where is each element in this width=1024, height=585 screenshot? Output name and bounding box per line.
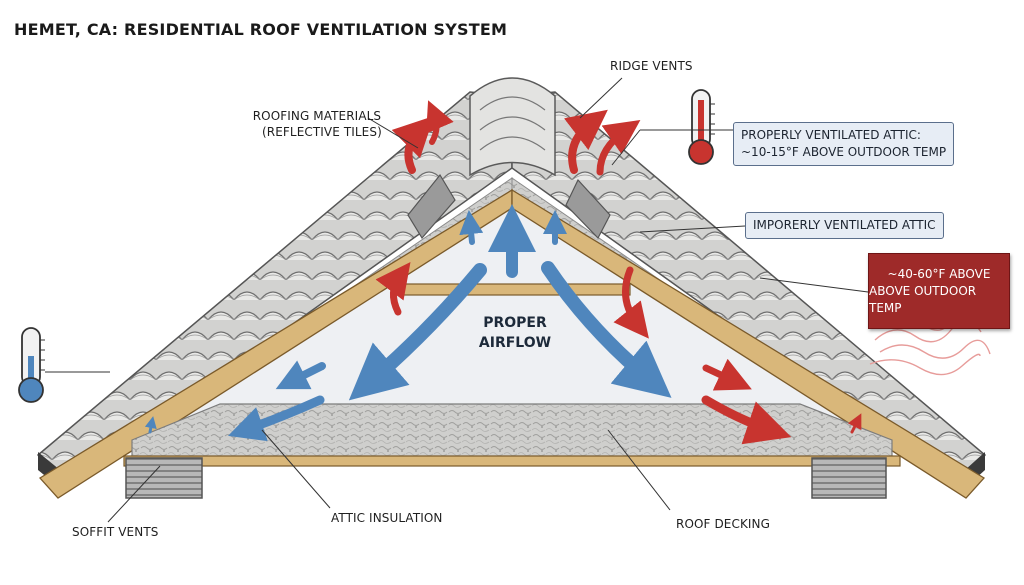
airflow-arrow xyxy=(348,263,487,401)
ridge-vents-label: RIDGE VENTS xyxy=(610,59,693,73)
airflow-arrow xyxy=(227,395,325,442)
airflow-arrow xyxy=(275,360,326,390)
airflow-arrow xyxy=(541,261,672,398)
proper-airflow-line2: AIRFLOW xyxy=(478,335,552,351)
heat-arrow xyxy=(847,413,862,434)
heat-arrow xyxy=(563,109,608,174)
heat-arrow xyxy=(701,395,792,445)
heat-arrow xyxy=(596,120,641,176)
heat-arrow xyxy=(702,358,752,391)
cool-airflow-arrows xyxy=(144,204,672,442)
properly-ventilated-line2: ~10-15°F ABOVE OUTDOOR TEMP xyxy=(741,145,947,159)
ridge-vent-left xyxy=(407,173,456,240)
roof-decking-label: ROOF DECKING xyxy=(676,517,771,531)
improper-temp-callout: ~40-60°F ABOVE ABOVE OUTDOOR TEMP xyxy=(868,253,1010,329)
heat-arrow xyxy=(613,266,649,339)
roofing-materials-line1: ROOFING MATERIALS xyxy=(252,109,382,123)
roofing-materials-label: ROOFING MATERIALS (REFLECTIVE TILES) xyxy=(252,108,382,140)
attic-insulation-label: ATTIC INSULATION xyxy=(331,511,443,525)
hot-airflow-arrows xyxy=(375,100,862,445)
leader-lines xyxy=(45,77,869,523)
heat-arrow xyxy=(375,261,411,316)
ceiling-joist xyxy=(123,455,901,467)
improper-temp-line2: ABOVE OUTDOOR TEMP xyxy=(869,283,977,315)
improper-temp-line1: ~40-60°F ABOVE xyxy=(887,266,991,281)
heat-arrow xyxy=(426,100,454,145)
soffit-vent-left xyxy=(125,457,203,499)
page-title: HEMET, CA: RESIDENTIAL ROOF VENTILATION … xyxy=(14,20,508,39)
thermometer-cool-icon xyxy=(18,327,45,403)
collar-tie xyxy=(397,283,631,296)
properly-ventilated-line1: PROPERLY VENTILATED ATTIC: xyxy=(741,128,921,142)
airflow-arrow xyxy=(144,416,157,434)
proper-airflow-label: PROPER AIRFLOW xyxy=(470,313,560,353)
properly-ventilated-callout: PROPERLY VENTILATED ATTIC: ~10-15°F ABOV… xyxy=(733,122,955,166)
roof-structure xyxy=(36,77,986,499)
heat-arrow xyxy=(391,115,435,174)
ridge-cap xyxy=(469,77,556,177)
thermometer-hot-icon xyxy=(688,89,715,165)
airflow-arrow xyxy=(459,210,484,245)
improperly-ventilated-callout: IMPORERLY VENTILATED ATTIC xyxy=(745,212,944,239)
soffit-vent-right xyxy=(811,457,887,499)
attic-space xyxy=(150,200,875,440)
soffit-vents-label: SOFFIT VENTS xyxy=(72,525,159,539)
ridge-vent-right xyxy=(565,178,611,240)
roofing-materials-line2: (REFLECTIVE TILES) xyxy=(262,125,382,139)
proper-airflow-line1: PROPER xyxy=(483,315,547,331)
